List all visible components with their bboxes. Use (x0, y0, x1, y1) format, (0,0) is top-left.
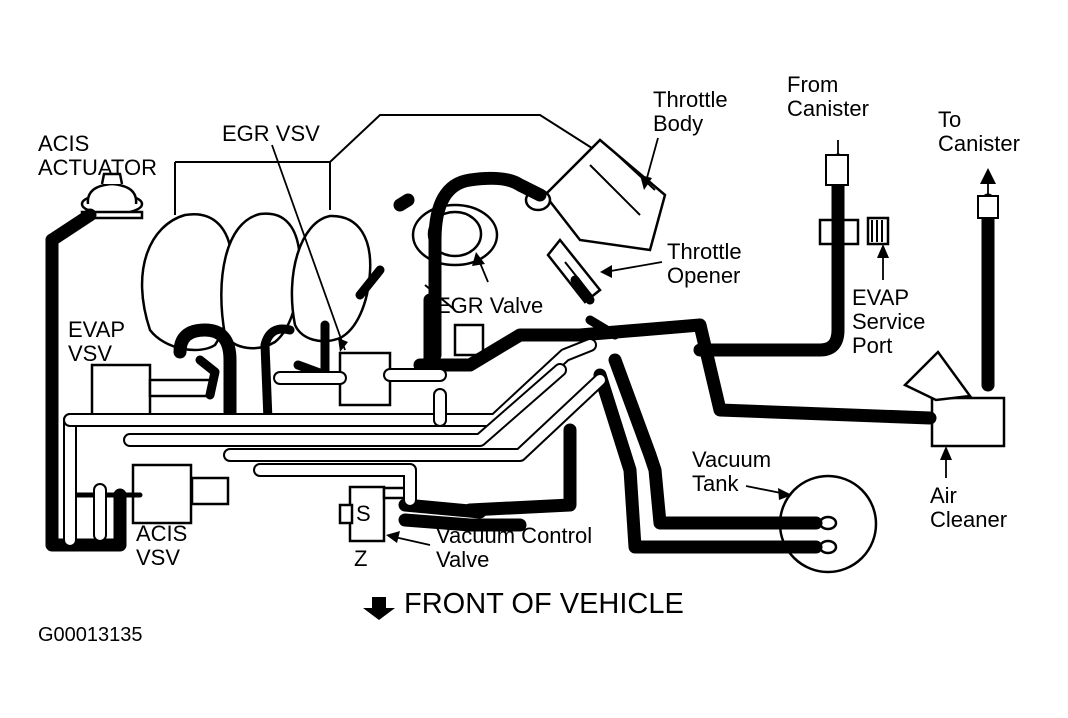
label-acis-actuator: ACIS ACTUATOR (38, 131, 157, 180)
egr-vsv-body (338, 351, 392, 407)
throttle-opener-body (546, 237, 602, 304)
evap-service-port-fitting (818, 216, 890, 246)
label-egr-valve: EGR Valve (436, 293, 544, 318)
label-throttle-body: Throttle Body (653, 87, 728, 136)
acis-vsv-body (131, 463, 230, 525)
intake-runners (140, 212, 372, 352)
label-from-canister: From Canister (787, 72, 869, 121)
front-of-vehicle-caption: FRONT OF VEHICLE (404, 588, 684, 620)
label-evap-vsv: EVAP VSV (68, 317, 126, 366)
arrowheads (338, 154, 999, 543)
label-vacuum-control-valve: Vacuum Control Valve (436, 523, 593, 572)
rigid-vacuum-pipes (63, 338, 607, 547)
label-port-z: Z (354, 546, 368, 571)
label-evap-service-port: EVAP Service Port (852, 285, 926, 358)
air-cleaner-body (902, 350, 1006, 448)
throttle-body-assembly (411, 138, 667, 267)
label-to-canister: To Canister (938, 107, 1020, 156)
figure-code: G00013135 (38, 624, 143, 646)
label-air-cleaner: Air Cleaner (930, 483, 1008, 532)
front-arrow-icon (363, 597, 395, 620)
vacuum-hoses (45, 153, 995, 554)
label-port-s: S (356, 501, 371, 526)
evap-vsv-body (90, 363, 214, 422)
label-egr-vsv: EGR VSV (222, 121, 320, 146)
label-vacuum-tank: Vacuum Tank (692, 447, 772, 496)
label-throttle-opener: Throttle Opener (667, 239, 742, 288)
label-acis-vsv: ACIS VSV (136, 521, 188, 570)
